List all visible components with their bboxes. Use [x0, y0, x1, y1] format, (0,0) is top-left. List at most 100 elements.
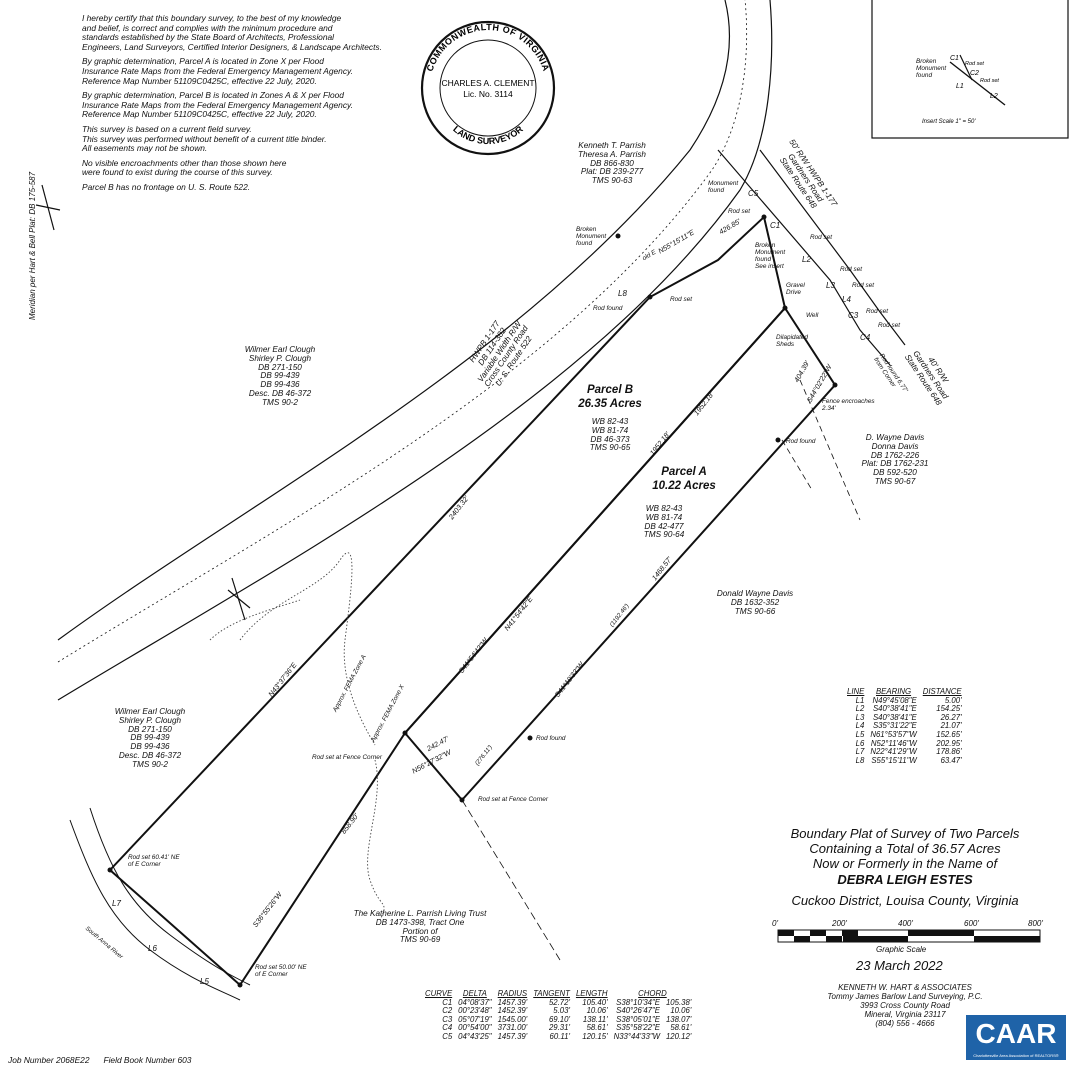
- district-line: Cuckoo District, Louisa County, Virginia: [791, 893, 1019, 908]
- monument-found-label: Monument found: [708, 180, 739, 194]
- tag-l4: L4: [842, 295, 851, 304]
- cell: 10.06': [586, 1006, 608, 1016]
- rod-set-label-3: Rod set: [810, 234, 833, 241]
- cell: S38°10'34"E: [616, 997, 660, 1007]
- rod-set-label-2: Rod set: [670, 296, 693, 303]
- cell: 138.07': [665, 1014, 692, 1024]
- rod-found-east-label: Rod found: [786, 438, 816, 445]
- cell: N61°53'57"W: [870, 729, 917, 739]
- table-row: L5 N61°53'57"W 152.65': [844, 729, 965, 740]
- encroachment-note: No visible encroachments other than thos…: [82, 157, 287, 178]
- rod-found-south-label: Rod found: [536, 735, 566, 742]
- title-line-2: Containing a Total of 36.57 Acres: [809, 841, 1001, 856]
- cell: C3: [442, 1014, 453, 1024]
- cell: 1545.00': [497, 1014, 528, 1024]
- cell: 60.11': [549, 1031, 570, 1041]
- cell: C5: [442, 1031, 453, 1041]
- curve-table-header: TANGENT: [533, 989, 570, 998]
- parcel-b-refs: WB 82-43 WB 81-74 DB 46-373 TMS 90-65: [589, 417, 631, 453]
- rod-found-label: Rod found: [593, 305, 623, 312]
- tag-c4: C4: [860, 333, 871, 342]
- cell: 52.72': [548, 997, 570, 1007]
- svg-text:LAND SURVEYOR: LAND SURVEYOR: [451, 124, 525, 146]
- seal-license: Lic. No. 3114: [463, 89, 513, 99]
- gardners-road-lines: [717, 149, 906, 521]
- caar-logo-text: CAAR: [975, 1018, 1057, 1049]
- tag-l2: L2: [802, 255, 811, 264]
- svg-text:COMMONWEALTH OF VIRGINIA: COMMONWEALTH OF VIRGINIA: [425, 22, 552, 73]
- seal-name: CHARLES A. CLEMENT: [441, 78, 534, 88]
- survey-basis-note: This survey is based on a current field …: [82, 123, 327, 154]
- certification-notes: I hereby certify that this boundary surv…: [82, 13, 392, 198]
- insert-rod-set-2: Rod set: [980, 78, 999, 84]
- line-table-header: BEARING: [875, 687, 912, 696]
- cell: L3: [855, 712, 865, 722]
- tag-l7: L7: [112, 899, 121, 908]
- cell: 5.03': [553, 1006, 570, 1016]
- cell: L5: [855, 729, 865, 739]
- cell: 105.38': [665, 997, 692, 1007]
- parcel-a-acres: 10.22 Acres: [652, 480, 716, 492]
- cell: 26.27': [940, 712, 962, 722]
- owner-parrish-trust: The Katherine L. Parrish Living Trust DB…: [353, 909, 487, 945]
- firm-block: KENNETH W. HART & ASSOCIATES Tommy James…: [780, 983, 1030, 1028]
- insert-l1: L1: [956, 83, 964, 90]
- rod-set-5000-label: Rod set 50.00' NE of E Corner: [255, 964, 307, 978]
- cell: C4: [442, 1023, 453, 1033]
- cell: 1452.39': [497, 1006, 528, 1016]
- cell: 1457.39': [497, 1031, 528, 1041]
- graphic-scale-bar: [777, 929, 1041, 943]
- cell: 120.12': [665, 1031, 692, 1041]
- rod-set-label-7: Rod set: [878, 322, 901, 329]
- cell: L2: [855, 704, 865, 714]
- cell: 00°54'00": [458, 1023, 492, 1033]
- scale-tick-800: 800': [1028, 919, 1043, 928]
- firm-address-1: 3993 Cross County Road: [860, 1001, 950, 1010]
- cell: 120.15': [582, 1031, 608, 1041]
- cell: 04°43'25": [458, 1031, 492, 1041]
- insert-l2: L2: [990, 93, 998, 100]
- scale-tick-200: 200': [832, 919, 847, 928]
- rod-set-label-6: Rod set: [866, 308, 889, 315]
- curve-table-header: CHORD: [638, 989, 667, 998]
- broken-monument-insert-label: Broken Monument found See insert: [755, 242, 786, 270]
- parcel-a-refs: WB 82-43 WB 81-74 DB 42-477 TMS 90-64: [643, 504, 685, 540]
- cell: 10.06': [670, 1006, 692, 1016]
- cell: 04°08'37": [458, 997, 492, 1007]
- flood-note-a: By graphic determination, Parcel A is lo…: [82, 56, 353, 86]
- cell: 1457.39': [497, 997, 528, 1007]
- cell: L8: [855, 755, 865, 765]
- cell: 138.11': [582, 1014, 608, 1024]
- caar-logo-sub: Charlottesville Area Association of REAL…: [973, 1053, 1059, 1058]
- flood-zone-lines: [209, 552, 385, 921]
- parcel-b-boundary: [108, 216, 787, 987]
- curve-table-header: RADIUS: [497, 989, 528, 998]
- rod-set-fence-corner-east: Rod set at Fence Corner: [478, 796, 548, 803]
- corner-markers: [107, 214, 838, 988]
- fence-encroaches-label: Fence encroaches 2.34': [822, 398, 875, 412]
- caar-logo: CAAR Charlottesville Area Association of…: [966, 1015, 1066, 1060]
- title-block: Boundary Plat of Survey of Two Parcels C…: [740, 826, 1070, 908]
- tag-c1: C1: [770, 221, 781, 230]
- insert-detail: C1 C2 L1 L2 Rod set Rod set Insert Scale…: [871, 0, 1069, 139]
- rod-set-label-5: Rod set: [852, 282, 875, 289]
- cell: 05°07'19": [458, 1014, 492, 1024]
- broken-monument-label: Broken Monument found: [576, 226, 607, 247]
- south-anna-river: [69, 807, 251, 1001]
- cell: 63.47': [940, 755, 962, 765]
- cell: 152.65': [936, 729, 962, 739]
- tag-c3: C3: [848, 311, 859, 320]
- cell: N49°45'08"E: [872, 695, 917, 705]
- cell: 178.86': [936, 747, 962, 757]
- cell: 58.61': [586, 1023, 608, 1033]
- surveyor-seal: COMMONWEALTH OF VIRGINIA LAND SURVEYOR C…: [420, 20, 556, 156]
- title-line-3: Now or Formerly in the Name of: [812, 856, 998, 871]
